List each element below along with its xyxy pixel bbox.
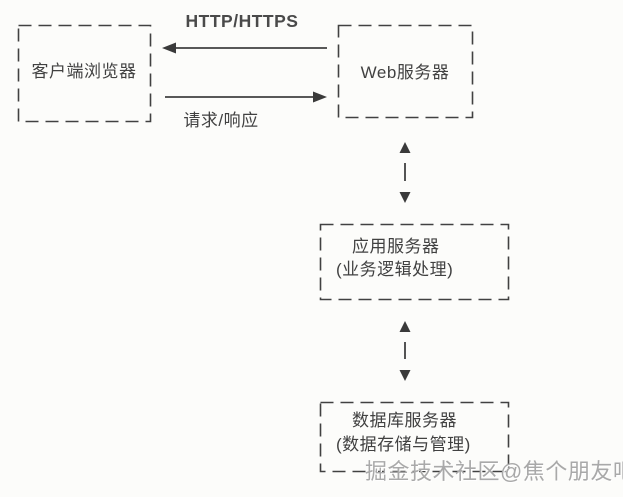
db-server-box xyxy=(319,401,510,473)
web-app-arrow-head-down-icon xyxy=(399,192,411,203)
db-server-sublabel: (数据存储与管理) xyxy=(336,435,471,454)
app-server-box xyxy=(319,223,510,301)
web-app-arrow-head-up-icon xyxy=(399,142,411,153)
web-server-box xyxy=(337,24,474,119)
watermark: 掘金技术社区@焦个朋友吧 xyxy=(365,459,623,484)
web-server-label: Web服务器 xyxy=(360,63,450,82)
app-db-arrow-head-down-icon xyxy=(399,370,411,381)
client-browser-label: 客户端浏览器 xyxy=(31,62,137,81)
db-server-label: 数据库服务器 xyxy=(352,411,457,430)
client-browser-box xyxy=(17,24,152,123)
app-db-arrow-head-up-icon xyxy=(399,321,411,332)
http-arrow-head-left-icon xyxy=(162,42,176,54)
edge-label-http-https: HTTP/HTTPS xyxy=(185,11,299,31)
request-arrow-head-right-icon xyxy=(313,91,327,103)
edge-label-request-response: 请求/响应 xyxy=(183,111,259,130)
app-server-sublabel: (业务逻辑处理) xyxy=(336,260,454,279)
app-server-label: 应用服务器 xyxy=(352,237,440,256)
